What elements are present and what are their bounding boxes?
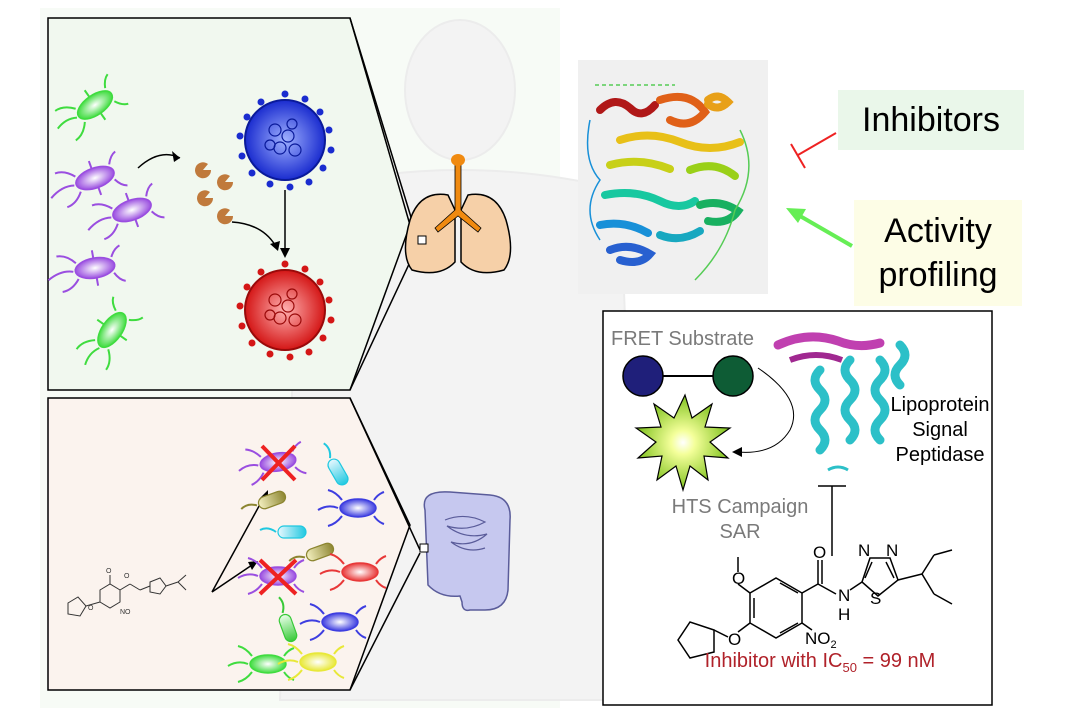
svg-text:O: O <box>88 605 94 612</box>
secreted-protein-icons <box>195 162 234 225</box>
targeting-arrow <box>211 496 265 593</box>
svg-text:S: S <box>870 589 881 608</box>
fluorescence-star-icon <box>634 393 732 493</box>
svg-text:N: N <box>838 586 850 605</box>
hts-line2: SAR <box>719 521 761 543</box>
svg-text:NO2: NO2 <box>805 629 837 651</box>
fret-substrate-label: FRET Substrate <box>611 328 755 350</box>
svg-text:O: O <box>728 630 741 649</box>
lsp-line2: Signal <box>912 419 968 441</box>
cleavage-arrow <box>737 367 795 453</box>
inhibitor-structure <box>677 549 953 659</box>
lsp-line3: Peptidase <box>895 444 985 466</box>
inhibitor-atom-labels: O O O N H N N S NO2 <box>728 541 898 651</box>
fret-donor-circle <box>622 355 664 397</box>
arrowhead-icon <box>732 447 742 457</box>
arrowhead-icon <box>280 248 290 258</box>
hts-line1: HTS Campaign <box>671 496 809 518</box>
lipoprotein-signal-peptidase-label: Lipoprotein Signal Peptidase <box>880 393 1000 468</box>
bacteria-group-gut <box>227 440 387 683</box>
svg-text:O: O <box>124 573 130 580</box>
svg-text:N: N <box>858 541 870 560</box>
svg-text:N: N <box>886 541 898 560</box>
fret-substrate-diagram <box>622 355 754 397</box>
gut-panel <box>47 397 421 691</box>
activity-text-line2: profiling <box>878 256 998 294</box>
inhibitors-label: Inhibitors <box>838 90 1024 150</box>
lsp-protein-structure <box>773 332 910 472</box>
fret-acceptor-circle <box>712 355 754 397</box>
hts-campaign-label: HTS Campaign SAR <box>660 495 820 545</box>
arrowhead-icon <box>270 241 280 251</box>
activity-arrow <box>786 208 853 248</box>
inhibitors-text: Inhibitors <box>862 100 1000 139</box>
svg-text:O: O <box>813 543 826 562</box>
inhibition-symbol <box>818 485 846 556</box>
killed-mark-icon <box>258 558 298 596</box>
lungs-icon <box>404 154 512 274</box>
blue-virus-icon <box>236 90 335 191</box>
svg-text:O: O <box>732 569 745 588</box>
svg-text:O: O <box>106 568 112 575</box>
activity-text-line1: Activity <box>884 212 992 250</box>
bacteria-group-respiratory <box>47 73 165 371</box>
protein-structure-image <box>578 60 768 294</box>
ic50-suffix: = 99 nM <box>856 650 936 672</box>
intestine-icon <box>419 491 511 612</box>
targeting-arrow <box>211 564 253 593</box>
ic50-subscript: 50 <box>842 660 857 675</box>
arrowhead-icon <box>172 151 180 162</box>
small-inhibitor-structure <box>67 574 187 617</box>
red-virus-icon <box>236 260 335 361</box>
killed-mark-icon <box>260 444 297 482</box>
ic50-caption: Inhibitor with IC50 = 99 nM <box>660 650 980 675</box>
small-structure-atoms: O O O NO <box>88 568 131 616</box>
arrowhead-icon <box>248 561 258 570</box>
activity-profiling-label: Activity profiling <box>854 200 1022 306</box>
inhibition-symbol <box>790 132 837 169</box>
lsp-line1: Lipoprotein <box>890 394 990 416</box>
svg-text:NO: NO <box>120 609 131 616</box>
curved-arrow-icon <box>231 221 276 246</box>
ic50-prefix: Inhibitor with IC <box>704 650 843 672</box>
svg-text:H: H <box>838 605 850 624</box>
